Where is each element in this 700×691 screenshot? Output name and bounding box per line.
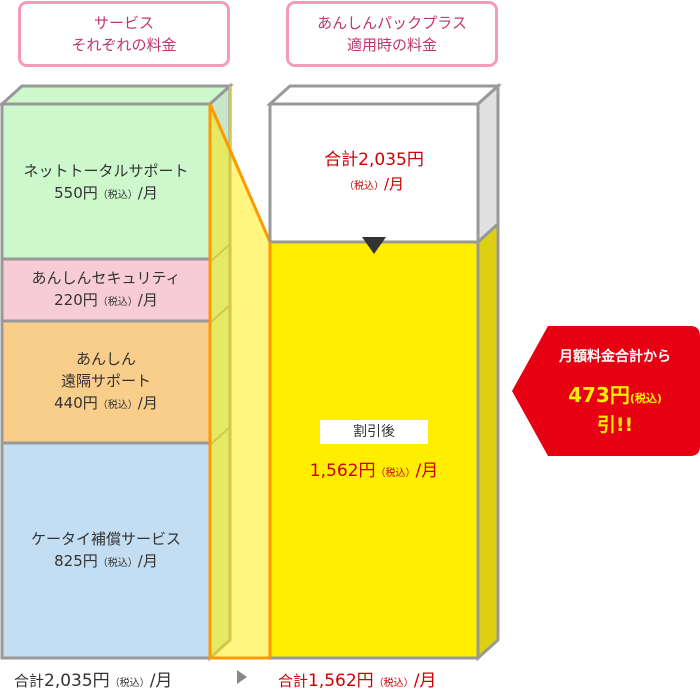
header-right-line2: 適用時の料金	[346, 36, 437, 54]
footer-right-total: 合計1,562円（税込）/月	[278, 671, 437, 691]
service-anshin-security: あんしんセキュリティ 220円（税込）/月	[31, 269, 181, 309]
segment-before-discount	[270, 104, 478, 242]
pack-after-price: 1,562円（税込）/月	[309, 461, 439, 481]
segment-net-total-support	[2, 104, 210, 259]
header-left: サービス それぞれの料金	[18, 1, 230, 67]
footer-left-total: 合計2,035円（税込）/月	[14, 671, 173, 691]
right-stack-side-upper	[476, 82, 500, 246]
right-stack-side-lower	[476, 220, 500, 662]
header-right: あんしんパックプラス 適用時の料金	[286, 1, 498, 67]
service-mobile-insurance: ケータイ補償サービス 825円（税込）/月	[30, 530, 181, 570]
connector-band	[210, 104, 270, 658]
after-discount-tag: 割引後	[320, 420, 428, 444]
service-remote-support: あんしん 遠隔サポート 440円（税込）/月	[54, 350, 158, 412]
pack-before-total: 合計2,035円 （税込）/月	[324, 150, 424, 193]
left-stack-top-face	[0, 84, 234, 106]
segment-mobile-insurance	[2, 443, 210, 658]
service-net-total-support: ネットトータルサポート 550円（税込）/月	[23, 162, 189, 202]
header-left-line2: それぞれの料金	[71, 36, 177, 54]
badge-line3: 引!!	[596, 414, 634, 436]
header-right-line1: あんしんパックプラス	[317, 14, 467, 32]
discount-badge-shape	[512, 326, 700, 456]
segment-after-discount	[270, 242, 478, 658]
right-stack-top-face	[266, 84, 502, 106]
segment-anshin-security	[2, 259, 210, 321]
badge-amount: 473円(税込)	[568, 383, 662, 407]
badge-line1: 月額料金合計から	[559, 349, 671, 365]
segment-remote-support	[2, 321, 210, 443]
header-left-line1: サービス	[93, 14, 154, 32]
down-arrow-icon	[362, 237, 386, 254]
triangle-right-icon	[237, 670, 247, 684]
